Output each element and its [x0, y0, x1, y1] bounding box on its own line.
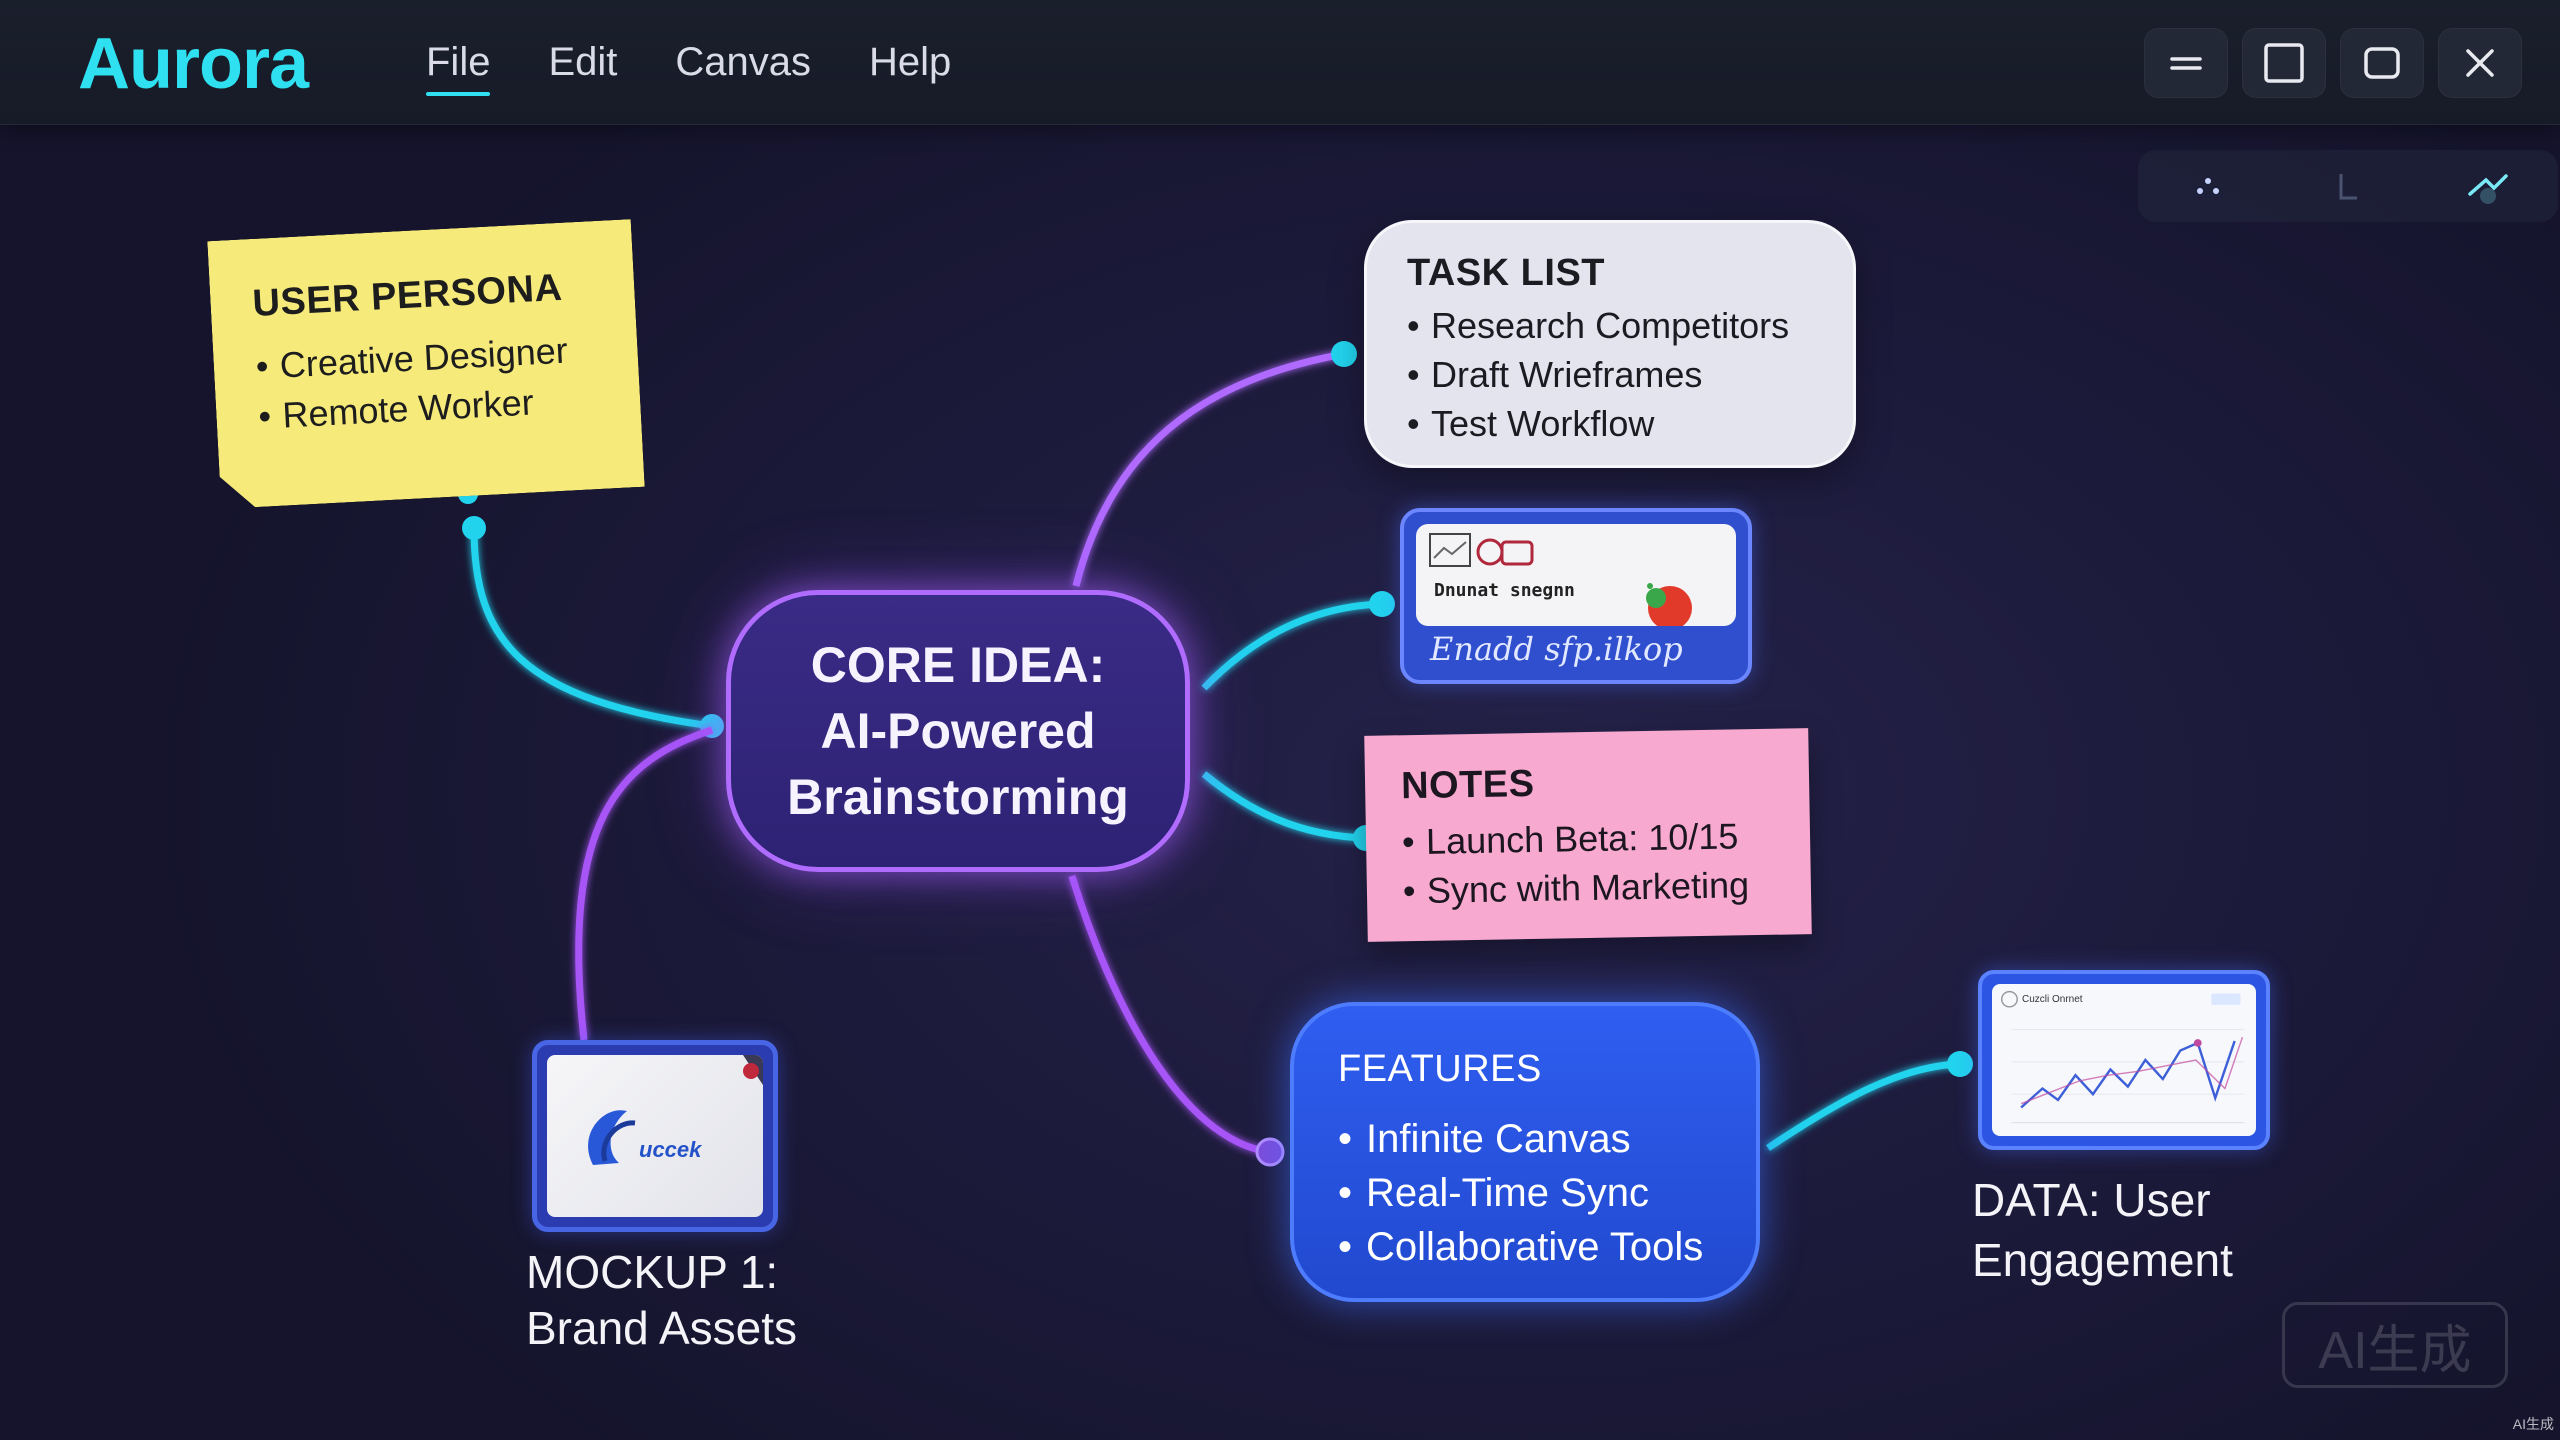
mockup-thumbnail: uccek	[547, 1055, 763, 1217]
canvas-toolbar	[2138, 150, 2558, 222]
connector-handle	[1369, 591, 1395, 617]
image-thumbnail: Dnunat snegnn	[1416, 524, 1736, 626]
ai-watermark-small: AI生成	[2512, 1416, 2554, 1432]
core-idea-node[interactable]: CORE IDEA: AI-Powered Brainstorming	[726, 590, 1190, 872]
restore-button[interactable]	[2340, 28, 2424, 98]
data-label-line2: Engagement	[1972, 1234, 2233, 1286]
data-label: DATA: User Engagement	[1972, 1170, 2233, 1290]
menu-help[interactable]: Help	[869, 40, 952, 84]
maximize-icon	[2264, 43, 2304, 83]
mockup-logo-text: uccek	[639, 1137, 702, 1162]
card-mockup[interactable]: uccek	[532, 1040, 778, 1232]
connector-handle	[1947, 1051, 1973, 1077]
sticky-note-user-persona[interactable]: USER PERSONA Creative Designer Remote Wo…	[207, 219, 644, 509]
connector-handle	[462, 516, 486, 540]
menu-edit[interactable]: Edit	[548, 40, 618, 84]
features-list: Infinite Canvas Real-Time Sync Collabora…	[1338, 1112, 1712, 1274]
mockup-label-line1: MOCKUP 1:	[526, 1246, 779, 1298]
close-button[interactable]	[2438, 28, 2522, 98]
tasks-title: TASK LIST	[1407, 252, 1606, 294]
line-chart-image	[2000, 990, 2245, 1124]
list-item: Launch Beta: 10/15	[1402, 811, 1775, 866]
tasks-list: Research Competitors Draft Wrieframes Te…	[1407, 301, 1813, 448]
sketch-image	[1429, 533, 1692, 626]
menu-bar: File Edit Canvas Help	[426, 34, 1009, 96]
sticky-note-notes[interactable]: NOTES Launch Beta: 10/15 Sync with Marke…	[1364, 728, 1812, 942]
list-item: Test Workflow	[1407, 399, 1813, 448]
chart-thumbnail: Cuzcli Onrnet	[1992, 984, 2256, 1136]
list-item: Research Competitors	[1407, 301, 1813, 350]
menu-canvas[interactable]: Canvas	[675, 40, 812, 84]
connector-core-image	[1201, 600, 1383, 691]
connector-handle	[1255, 1137, 1285, 1167]
connector-core-tasks	[1072, 350, 1345, 587]
core-line-1: CORE IDEA:	[810, 637, 1106, 693]
brand-logo-image	[588, 1055, 763, 1165]
chart-mini-title: Cuzcli Onrnet	[2022, 994, 2083, 1005]
pointer-tool[interactable]	[2178, 161, 2238, 211]
card-task-list[interactable]: TASK LIST Research Competitors Draft Wri…	[1364, 220, 1856, 468]
list-item: Draft Wrieframes	[1407, 350, 1813, 399]
connector-handle	[1331, 341, 1357, 367]
image-inner-text: Dnunat snegnn	[1434, 580, 1575, 601]
line-icon	[2339, 174, 2357, 200]
list-item: Infinite Canvas	[1338, 1112, 1712, 1166]
mockup-label: MOCKUP 1: Brand Assets	[526, 1244, 797, 1356]
restore-icon	[2364, 47, 2400, 79]
maximize-button[interactable]	[2242, 28, 2326, 98]
list-item: Collaborative Tools	[1338, 1220, 1712, 1274]
pointer-icon	[2197, 178, 2219, 194]
image-caption: Enadd sfp.ilkop	[1430, 630, 1683, 668]
core-line-2: AI-Powered	[820, 703, 1096, 759]
ai-watermark: AI生成	[2282, 1302, 2508, 1388]
minimize-icon	[2170, 57, 2202, 70]
card-image-preview[interactable]: Dnunat snegnn Enadd sfp.ilkop	[1400, 508, 1752, 684]
connector-core-notes	[1201, 771, 1367, 842]
window-controls	[2144, 28, 2522, 98]
persona-title: USER PERSONA	[251, 266, 564, 325]
mockup-label-line2: Brand Assets	[526, 1302, 798, 1354]
connector-tool[interactable]	[2458, 161, 2518, 211]
notes-title: NOTES	[1400, 762, 1535, 808]
connector-core-mockup	[575, 726, 714, 1041]
connector-icon	[2468, 174, 2508, 204]
connector-handle	[700, 714, 724, 738]
app-logo: Aurora	[78, 24, 309, 104]
card-data-chart[interactable]: Cuzcli Onrnet	[1978, 970, 2270, 1150]
connector-persona-core	[470, 527, 713, 730]
features-title: FEATURES	[1338, 1048, 1542, 1090]
persona-list: Creative Designer Remote Worker	[255, 324, 600, 442]
list-item: Real-Time Sync	[1338, 1166, 1712, 1220]
connector-core-features	[1068, 874, 1271, 1156]
core-line-3: Brainstorming	[787, 769, 1129, 825]
data-label-line1: DATA: User	[1972, 1174, 2211, 1226]
notes-list: Launch Beta: 10/15 Sync with Marketing	[1402, 811, 1776, 915]
menu-file[interactable]: File	[426, 34, 491, 96]
close-icon	[2466, 49, 2494, 77]
connector-features-data	[1766, 1060, 1961, 1151]
list-item: Sync with Marketing	[1403, 860, 1776, 915]
minimize-button[interactable]	[2144, 28, 2228, 98]
card-features[interactable]: FEATURES Infinite Canvas Real-Time Sync …	[1290, 1002, 1760, 1302]
line-tool[interactable]	[2318, 161, 2378, 211]
title-bar: Aurora File Edit Canvas Help	[0, 0, 2560, 125]
